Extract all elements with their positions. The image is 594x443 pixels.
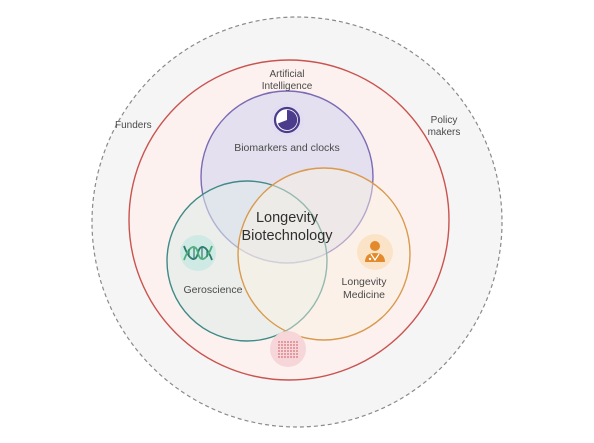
microarray-cell [296,341,298,343]
microarray-cell [293,350,295,352]
microarray-cell [296,356,298,358]
microarray-cell [278,347,280,349]
microarray-cell [293,356,295,358]
microarray-cell [278,353,280,355]
microarray-cell [284,350,286,352]
microarray-cell [290,347,292,349]
microarray-cell [281,344,283,346]
doctor-icon [357,234,393,270]
microarray-cell [296,350,298,352]
ai-label-line2: Intelligence [262,81,313,92]
microarray-cell [287,350,289,352]
center-label-line2: Biotechnology [241,228,333,244]
microarray-cell [281,356,283,358]
microarray-cell [281,353,283,355]
microarray-cell [290,353,292,355]
microarray-cell [290,341,292,343]
microarray-cell [287,353,289,355]
microarray-cell [296,347,298,349]
biomarkers-label: Biomarkers and clocks [234,142,340,154]
microarray-cell [287,356,289,358]
funders-label: Funders [115,120,152,131]
microarray-cell [278,356,280,358]
center-label-line1: Longevity [256,210,319,226]
microarray-icon [270,331,306,367]
medicine-circle [237,167,411,341]
microarray-cell [278,350,280,352]
microarray-cell [293,341,295,343]
microarray-cell [293,344,295,346]
microarray-cell [290,344,292,346]
microarray-cell [290,350,292,352]
medicine-label-line1: Longevity [342,276,388,288]
microarray-cell [278,344,280,346]
microarray-cell [284,356,286,358]
microarray-cell [281,347,283,349]
geroscience-label: Geroscience [184,284,243,296]
medicine-label-line2: Medicine [343,289,385,301]
microarray-cell [287,341,289,343]
microarray-cell [281,350,283,352]
microarray-cell [281,341,283,343]
geroscience-circle [166,180,328,342]
microarray-cell [296,353,298,355]
microarray-cell [278,341,280,343]
microarray-cell [284,344,286,346]
microarray-cell [287,344,289,346]
microarray-cell [284,347,286,349]
policy-makers-label-line1: Policy [431,115,458,126]
microarray-cell [293,347,295,349]
dna-icon [180,235,216,271]
microarray-cell [284,353,286,355]
microarray-cell [287,347,289,349]
microarray-cell [284,341,286,343]
pie-timer-icon [270,103,304,137]
microarray-cell [293,353,295,355]
microarray-cell [290,356,292,358]
ai-label-line1: Artificial [269,69,304,80]
microarray-cell [296,344,298,346]
policy-makers-label-line2: makers [428,127,461,138]
